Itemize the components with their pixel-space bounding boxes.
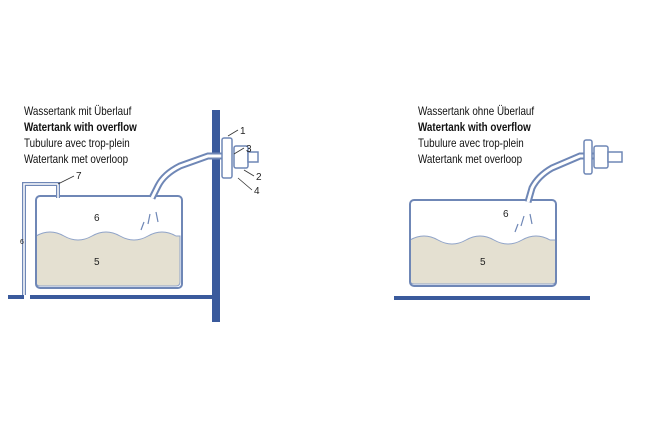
leader-lines: [57, 129, 255, 191]
right-tank-assembly: 6 5: [394, 139, 623, 300]
tank-body: [409, 199, 557, 287]
label-4: 4: [254, 186, 260, 197]
wall-flange: [221, 137, 233, 179]
label-6: 6: [94, 213, 100, 224]
caption-en: Watertank with overflow: [418, 120, 531, 134]
hose-nozzle: [607, 151, 623, 163]
label-1: 1: [240, 126, 246, 137]
hose-nozzle: [247, 151, 259, 163]
vertical-wall: [212, 110, 220, 322]
label-5: 5: [94, 257, 100, 268]
caption-nl: Watertank met overloop: [24, 152, 129, 166]
caption-en: Watertank with overflow: [24, 120, 137, 134]
label-3: 3: [246, 144, 252, 155]
right-caption: Wassertank ohne Überlauf Watertank with …: [418, 103, 534, 167]
coupling-nut: [593, 145, 609, 169]
caption-de: Wassertank ohne Überlauf: [418, 104, 535, 118]
label-6-overflow: 6: [20, 239, 24, 246]
label-2: 2: [256, 172, 262, 183]
pipe-flange: [583, 139, 593, 175]
water-fill: [409, 235, 557, 285]
caption-nl: Watertank met overloop: [418, 152, 523, 166]
caption-de: Wassertank mit Überlauf: [24, 104, 132, 118]
label-6: 6: [503, 209, 509, 220]
label-7: 7: [76, 171, 82, 182]
water-splash: [140, 211, 159, 231]
label-5: 5: [480, 257, 486, 268]
tank-body: [35, 195, 183, 289]
left-tank-assembly: 1 3 2 4 7 6 5 6: [8, 110, 262, 322]
left-caption: Wassertank mit Überlauf Watertank with o…: [24, 103, 137, 167]
caption-fr: Tubulure avec trop-plein: [24, 136, 130, 150]
water-splash: [514, 213, 533, 233]
caption-fr: Tubulure avec trop-plein: [418, 136, 524, 150]
water-fill: [35, 231, 181, 287]
